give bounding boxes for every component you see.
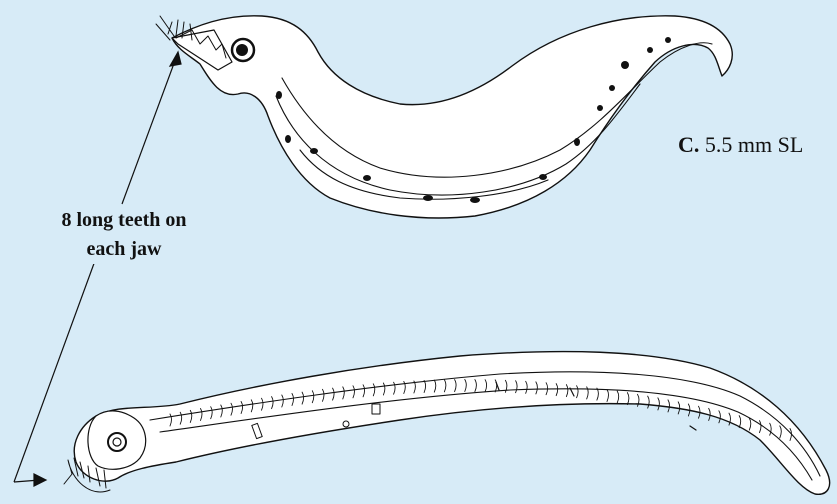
teeth-annotation: 8 long teeth on each jaw (14, 206, 234, 264)
arrowhead-upper (170, 52, 181, 66)
stage-letter: C. (678, 132, 699, 157)
upper-larva-pupil (236, 44, 248, 56)
teeth-label-line-2: each jaw (14, 235, 234, 264)
stage-size-label: C. 5.5 mm SL (678, 132, 803, 158)
upper-larva (156, 16, 732, 218)
lower-larva-pupil (113, 438, 121, 446)
upper-larva-body-outline (172, 16, 732, 218)
lower-larva-body-outline (74, 352, 829, 495)
arrowhead-lower (34, 474, 46, 486)
lower-larva (64, 352, 830, 495)
stage-size: 5.5 mm SL (705, 132, 803, 157)
teeth-label-line-1: 8 long teeth on (14, 206, 234, 235)
arrow-to-upper-jaw (122, 58, 176, 204)
